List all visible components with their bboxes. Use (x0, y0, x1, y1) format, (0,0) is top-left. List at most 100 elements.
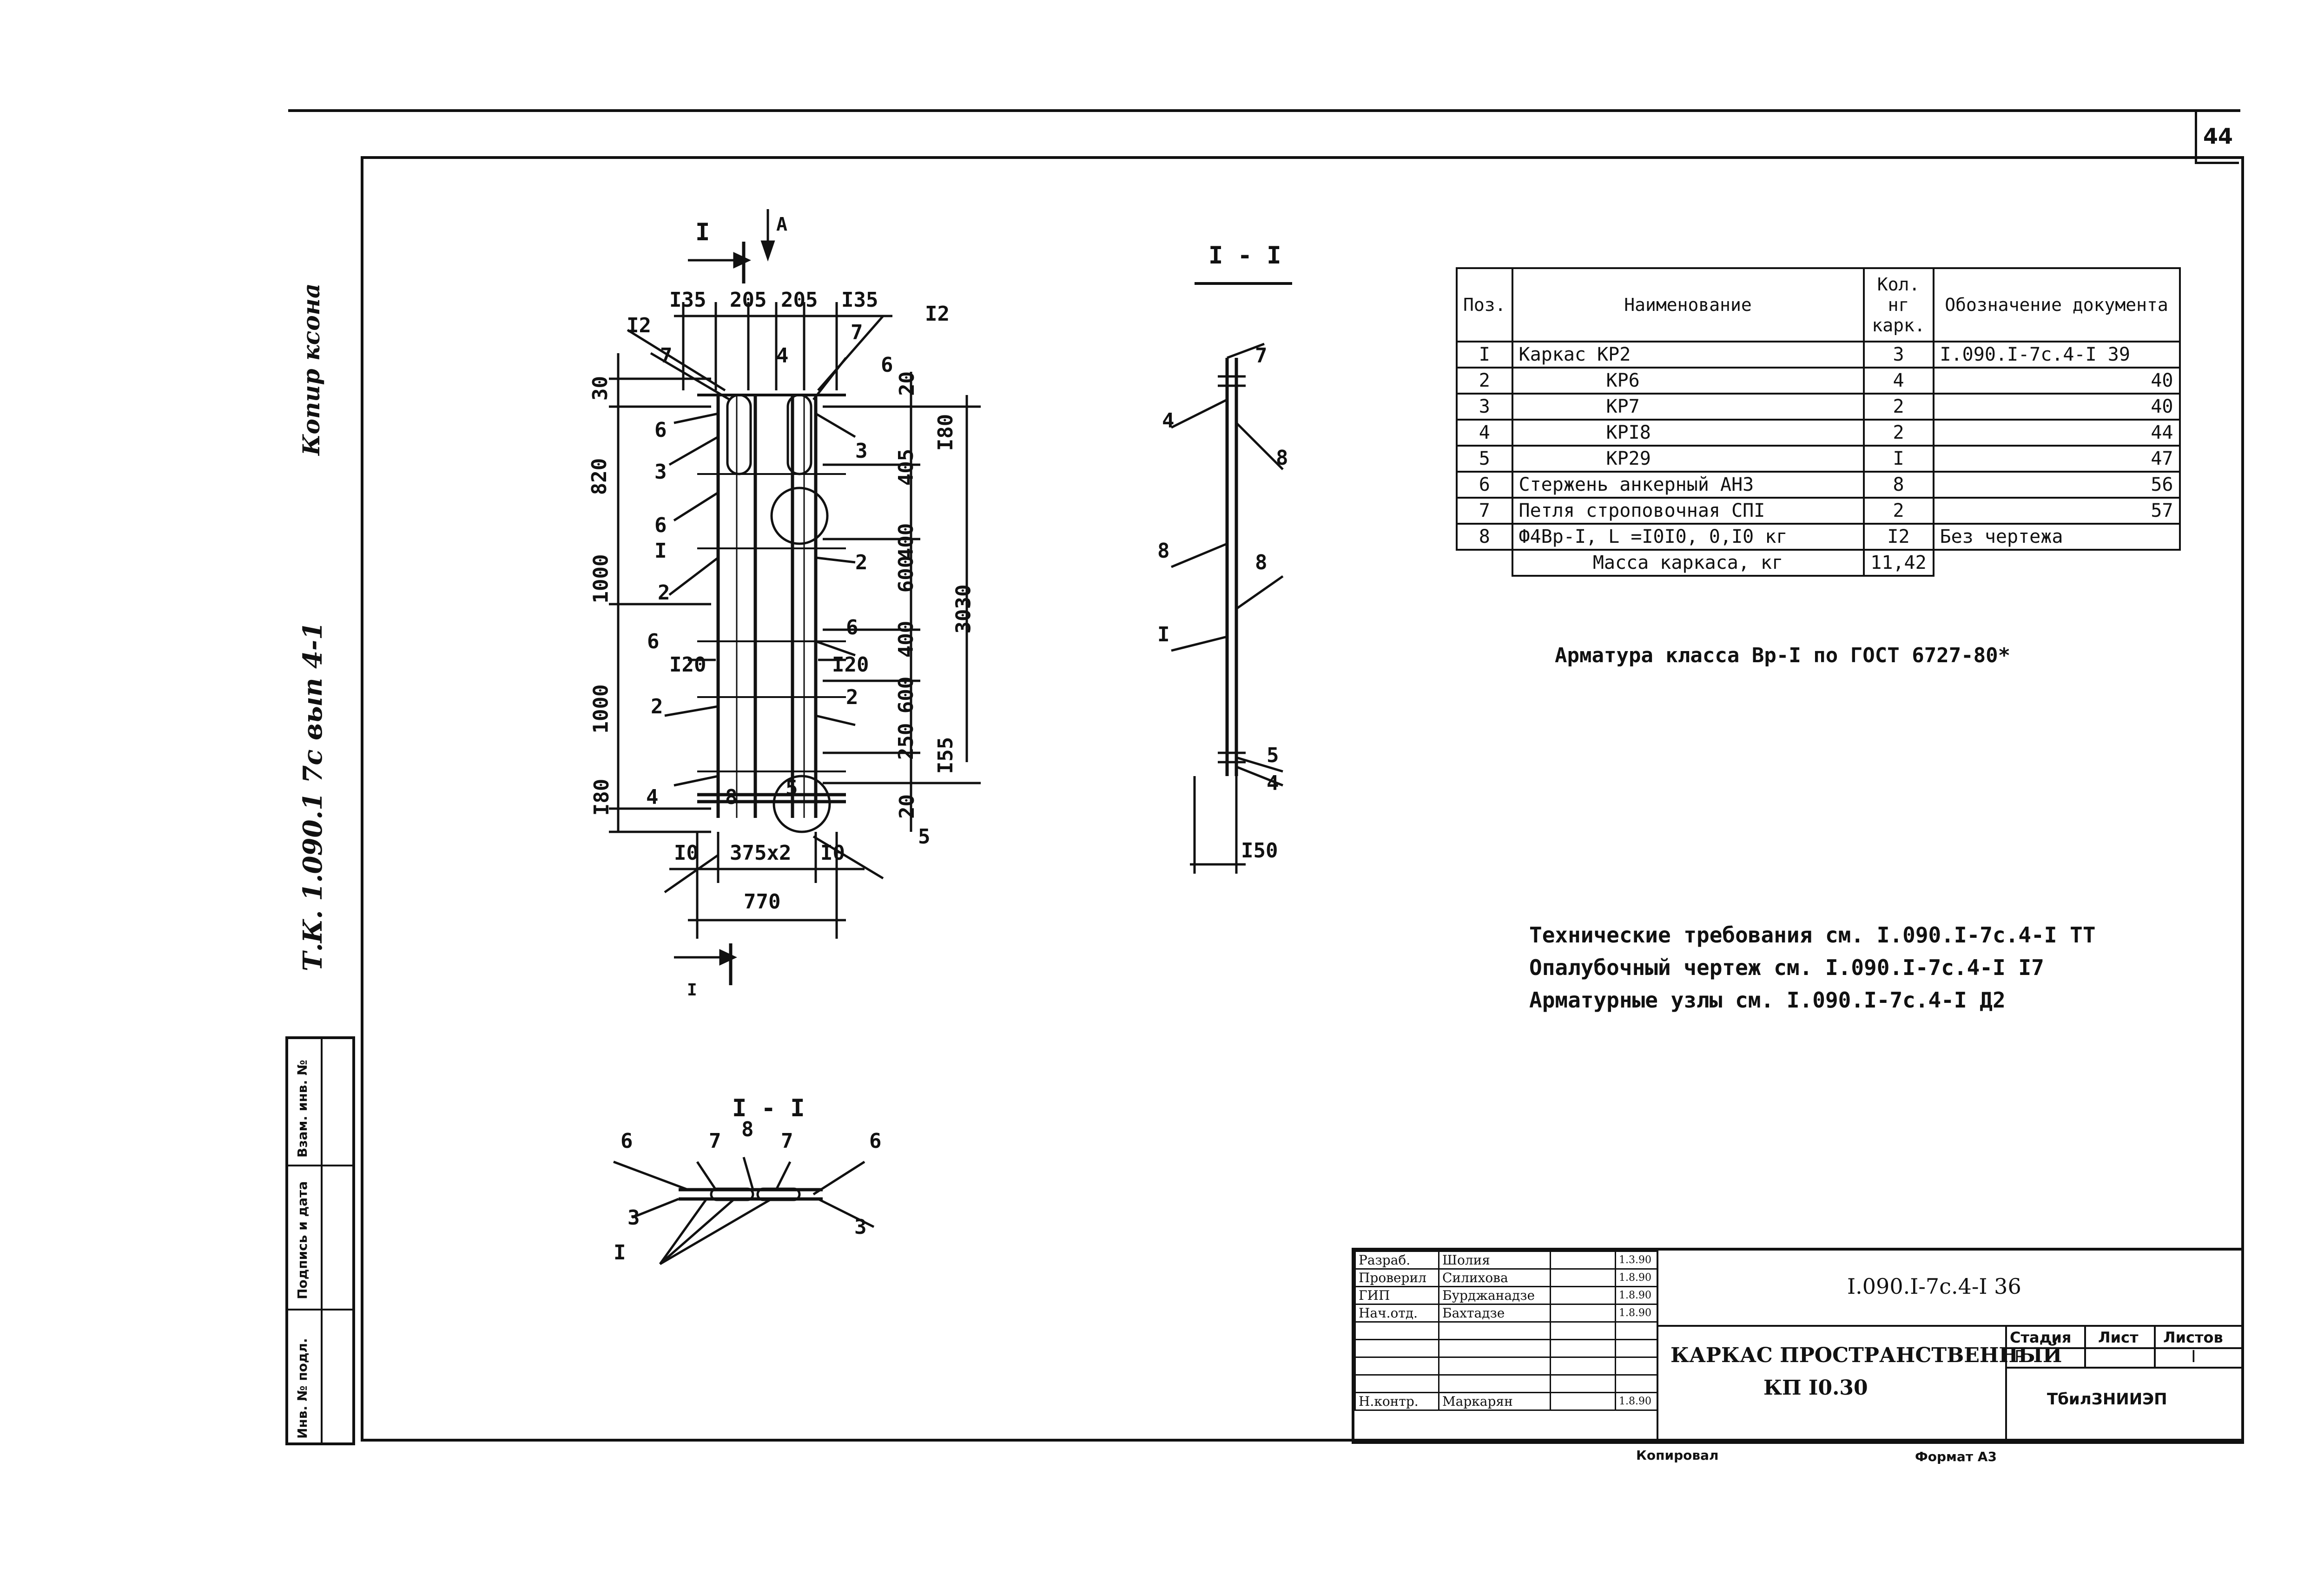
note-tech-requirements: Технические требования см. I.090.I-7с.4-… (1529, 922, 2096, 948)
callout-3-a: 3 (855, 439, 868, 463)
note-nodes: Арматурные узлы см. I.090.I-7с.4-I Д2 (1529, 988, 2006, 1013)
plan-callout-8: 8 (741, 1118, 754, 1141)
left-dim-3: 1000 (589, 554, 613, 604)
sig-date: 1.8.90 (1615, 1286, 1658, 1305)
callout-120-left: I20 (669, 653, 706, 677)
sig-date: 1.8.90 (1615, 1392, 1658, 1411)
spec-name: Стержень анкерный АН3 (1511, 471, 1865, 499)
spec-header-pos: Поз. (1456, 267, 1513, 342)
title-line-1: КАРКАС ПРОСТРАНСТВЕННЫЙ (1670, 1343, 2062, 1367)
callout-4-top: 4 (776, 344, 789, 368)
stamp-cell-inv: Инв. № подл. (295, 1338, 310, 1439)
footer-copied: Копировал (1636, 1448, 1719, 1463)
sig-role: ГИП (1354, 1286, 1439, 1305)
spec-name: Петля строповочная СПI (1511, 497, 1865, 525)
right-dim-6: 600 (894, 676, 918, 714)
drawing-frame (361, 156, 2244, 1442)
spec-doc: 56 (1932, 471, 2181, 499)
side-callout-8a: 8 (1276, 446, 1288, 470)
mass-row: Масса каркаса, кг 11,42 (1457, 549, 2180, 577)
sig-name: Шолия (1438, 1251, 1551, 1270)
spec-doc: Без чертежа (1932, 523, 2181, 551)
top-dim-4: I35 (841, 288, 878, 312)
spec-qty: 8 (1862, 471, 1934, 499)
section-side-title: I - I (1208, 242, 1281, 270)
spec-pos: 8 (1456, 523, 1513, 551)
spec-pos: 6 (1456, 471, 1513, 499)
mass-label: Масса каркаса, кг (1511, 549, 1865, 577)
spec-qty: 2 (1862, 393, 1934, 421)
signature-table: Разраб. Шолия 1.3.90 Проверил Силихова 1… (1354, 1251, 1658, 1411)
right-total-2: 3030 (951, 584, 976, 634)
table-row: 4 КРI8 2 44 (1456, 419, 2181, 447)
side-bottom-dim: I50 (1241, 839, 1278, 863)
table-row (1354, 1339, 1658, 1358)
spec-name: КР29 (1511, 445, 1865, 473)
table-row: Проверил Силихова 1.8.90 (1354, 1268, 1658, 1287)
specification-table: Поз. Наименование Кол. нг карк. Обозначе… (1456, 267, 2181, 577)
side-callout-7: 7 (1255, 344, 1268, 368)
sig-role: Проверил (1354, 1268, 1439, 1287)
table-row: Нач.отд. Бахтадзе 1.8.90 (1354, 1304, 1658, 1323)
plan-callout-3-left: 3 (627, 1206, 640, 1230)
sig-role: Разраб. (1354, 1251, 1439, 1270)
spec-pos: 3 (1456, 393, 1513, 421)
callout-4-bottom: 4 (646, 785, 659, 809)
callout-5-a: 5 (918, 825, 931, 849)
section-side-drawing (1170, 282, 1292, 874)
sig-name: Бурджанадзе (1438, 1286, 1551, 1305)
callout-12-left: I2 (627, 314, 651, 337)
callout-120-right: I20 (832, 653, 869, 677)
sig-signature (1550, 1268, 1616, 1287)
organization: ТбилЗНИИЭП (2047, 1390, 2167, 1409)
right-dim-4: 600 (894, 555, 918, 593)
table-row (1354, 1374, 1658, 1393)
spec-name: Каркас КР2 (1511, 341, 1865, 369)
right-dim-2: 405 (894, 448, 918, 486)
top-dim-1: I35 (669, 288, 706, 312)
table-row (1354, 1357, 1658, 1376)
spec-qty: 4 (1862, 367, 1934, 395)
album-reference: Т.К. 1.090.1 7с вып 4-1 (297, 621, 328, 971)
right-total-1: I80 (934, 414, 958, 451)
left-dim-1: 30 (588, 376, 612, 401)
copy-note: Копир ксона (297, 283, 325, 455)
section-bottom-drawing (613, 1157, 875, 1265)
sheets-value: I (2191, 1347, 2196, 1366)
sig-role: Нач.отд. (1354, 1304, 1439, 1323)
plan-callout-1: I (614, 1241, 626, 1264)
callout-8-bottom: 8 (725, 785, 738, 809)
note-formwork: Опалубочный чертеж см. I.090.I-7с.4-I I7 (1529, 955, 2044, 980)
sig-signature (1550, 1304, 1616, 1323)
top-rule (288, 109, 2240, 112)
view-arrow-label: А (776, 214, 788, 235)
sheets-label: Листов (2163, 1329, 2223, 1346)
sig-name: Бахтадзе (1438, 1304, 1551, 1323)
section-mark-top: I (695, 218, 710, 246)
right-dim-3: 400 (894, 523, 918, 560)
plan-callout-3-right: 3 (854, 1215, 867, 1239)
left-dim-2: 820 (588, 458, 612, 495)
right-dim-7: 250 (894, 723, 918, 760)
stage-value: Р (2014, 1347, 2025, 1366)
title-line-2: КП I0.30 (1763, 1376, 1868, 1400)
spec-pos: 5 (1456, 445, 1513, 473)
table-row: I Каркас КР2 3 I.090.I-7с.4-I 39 (1456, 341, 2181, 369)
stamp-cell-replace: Взам. инв. № (295, 1060, 310, 1158)
right-dim-8: 20 (895, 794, 919, 819)
spec-header-doc: Обозначение документа (1932, 267, 2181, 342)
table-row: Разраб. Шолия 1.3.90 (1354, 1251, 1658, 1270)
callout-6-d: 6 (846, 616, 858, 639)
table-row (1354, 1321, 1658, 1340)
table-row: 6 Стержень анкерный АН3 8 56 (1456, 471, 2181, 499)
sheet-label: Лист (2098, 1329, 2139, 1346)
callout-7-left: 7 (660, 344, 673, 368)
left-dim-4: 1000 (589, 684, 613, 734)
bottom-total: 770 (744, 890, 781, 914)
main-view-drawing (609, 209, 981, 985)
right-dim-1: 20 (895, 371, 919, 396)
spec-doc: 40 (1932, 393, 2181, 421)
table-row: 8 Ф4Вр-I, L =I0I0, 0,I0 кг I2 Без чертеж… (1456, 523, 2181, 551)
spec-pos: 7 (1456, 497, 1513, 525)
section-mark-bottom: I (687, 981, 697, 1000)
